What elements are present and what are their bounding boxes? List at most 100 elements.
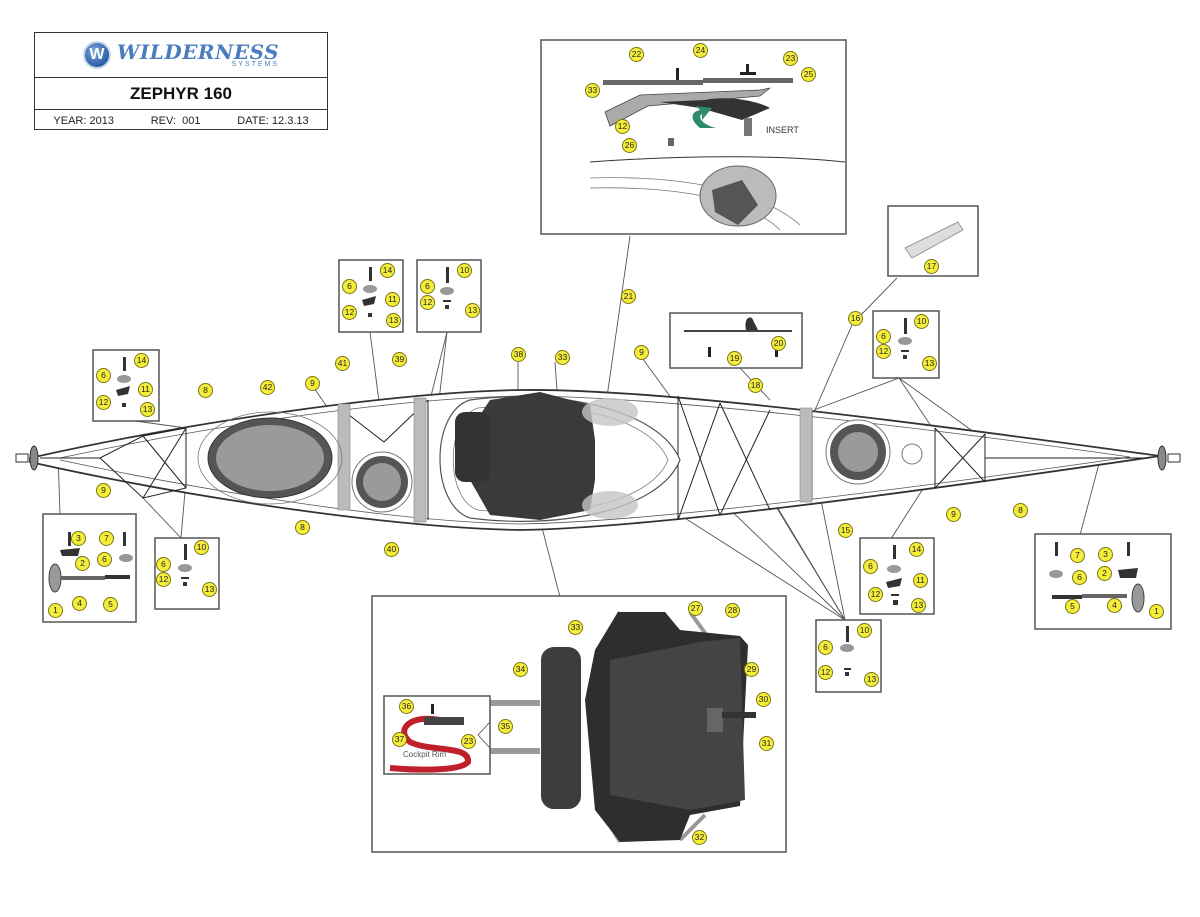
cockpit-rim-label: Cockpit Rim xyxy=(403,750,447,759)
callout: 6 xyxy=(342,279,357,294)
callout: 9 xyxy=(946,507,961,522)
callout: 5 xyxy=(1065,599,1080,614)
seat-shell xyxy=(470,392,595,520)
callout: 35 xyxy=(498,719,513,734)
callout: 42 xyxy=(260,380,275,395)
callout: 6 xyxy=(863,559,878,574)
callout: 10 xyxy=(194,540,209,555)
callout: 12 xyxy=(868,587,883,602)
callout: 37 xyxy=(392,732,407,747)
callout: 6 xyxy=(818,640,833,655)
rudder-detail-box xyxy=(540,39,847,235)
date-field: DATE: 12.3.13 xyxy=(237,114,309,127)
callout: 18 xyxy=(748,378,763,393)
callout: 12 xyxy=(818,665,833,680)
front-hatch-15 xyxy=(825,419,923,485)
callout: 6 xyxy=(97,552,112,567)
callout: 13 xyxy=(140,402,155,417)
rotate-arrow-icon xyxy=(692,106,716,128)
callout: 6 xyxy=(876,329,891,344)
callout: 10 xyxy=(914,314,929,329)
callout: 2 xyxy=(75,556,90,571)
hull-inner-line xyxy=(59,395,1131,525)
callout: 20 xyxy=(771,336,786,351)
callout: 34 xyxy=(513,662,528,677)
callout: 8 xyxy=(198,383,213,398)
callout: 16 xyxy=(848,311,863,326)
callout: 32 xyxy=(692,830,707,845)
sealant-tube-icon xyxy=(904,221,964,259)
callout: 3 xyxy=(1098,547,1113,562)
callout: 13 xyxy=(864,672,879,687)
year-field: YEAR: 2013 xyxy=(53,114,114,127)
kayak-hull xyxy=(15,389,1181,531)
title-block: W WILDERNESS SYSTEMS ZEPHYR 160 YEAR: 20… xyxy=(34,32,328,130)
rear-hatch-42 xyxy=(197,411,343,505)
callout: 24 xyxy=(693,43,708,58)
callout: 29 xyxy=(744,662,759,677)
callout: 26 xyxy=(622,138,637,153)
callout: 31 xyxy=(759,736,774,751)
callout: 12 xyxy=(96,395,111,410)
fitting-glyphs xyxy=(48,267,1145,676)
brand-sub: SYSTEMS xyxy=(231,61,280,68)
callout: 30 xyxy=(756,692,771,707)
callout: 21 xyxy=(621,289,636,304)
insert-label: INSERT xyxy=(766,125,799,135)
callout: 8 xyxy=(1013,503,1028,518)
day-hatch-40 xyxy=(351,451,413,513)
callout: 39 xyxy=(392,352,407,367)
callout: 3 xyxy=(71,531,86,546)
callout: 12 xyxy=(876,344,891,359)
callout: 13 xyxy=(911,598,926,613)
callout: 11 xyxy=(913,573,928,588)
meta-row: YEAR: 2013 REV: 001 DATE: 12.3.13 xyxy=(35,110,327,131)
callout: 9 xyxy=(305,376,320,391)
callout: 13 xyxy=(202,582,217,597)
callout: 4 xyxy=(1107,598,1122,613)
callout: 6 xyxy=(156,557,171,572)
seat-parts xyxy=(490,610,756,844)
callout: 38 xyxy=(511,347,526,362)
callout: 33 xyxy=(585,83,600,98)
callout: 41 xyxy=(335,356,350,371)
callout: 6 xyxy=(1072,570,1087,585)
callout: 15 xyxy=(838,523,853,538)
callout: 12 xyxy=(342,305,357,320)
callout: 12 xyxy=(615,119,630,134)
callout: 1 xyxy=(48,603,63,618)
callout: 10 xyxy=(457,263,472,278)
callout: 12 xyxy=(420,295,435,310)
callout: 14 xyxy=(134,353,149,368)
callout: 33 xyxy=(568,620,583,635)
callout: 8 xyxy=(295,520,310,535)
callout: 11 xyxy=(138,382,153,397)
callout: 12 xyxy=(156,572,171,587)
callout: 17 xyxy=(924,259,939,274)
callout: 6 xyxy=(420,279,435,294)
callout: 2 xyxy=(1097,566,1112,581)
callout: 13 xyxy=(465,303,480,318)
callout: 9 xyxy=(634,345,649,360)
rudder-parts xyxy=(589,64,846,231)
brand-logo: W WILDERNESS SYSTEMS xyxy=(35,33,327,78)
rev-field: REV: 001 xyxy=(150,114,201,127)
brand-name: WILDERNESS xyxy=(116,40,280,64)
callout: 5 xyxy=(103,597,118,612)
callout: 14 xyxy=(380,263,395,278)
brand-w-icon: W xyxy=(82,41,111,69)
callout: 22 xyxy=(629,47,644,62)
cockpit xyxy=(439,392,681,522)
callout: 4 xyxy=(72,596,87,611)
callout: 7 xyxy=(1070,548,1085,563)
callout: 13 xyxy=(386,313,401,328)
callout: 23 xyxy=(783,51,798,66)
foot-brace-parts xyxy=(684,317,792,357)
callout: 9 xyxy=(96,483,111,498)
callout: 14 xyxy=(909,542,924,557)
callout: 25 xyxy=(801,67,816,82)
callout: 11 xyxy=(385,292,400,307)
callout: 7 xyxy=(99,531,114,546)
bulkhead-strips xyxy=(337,397,813,523)
